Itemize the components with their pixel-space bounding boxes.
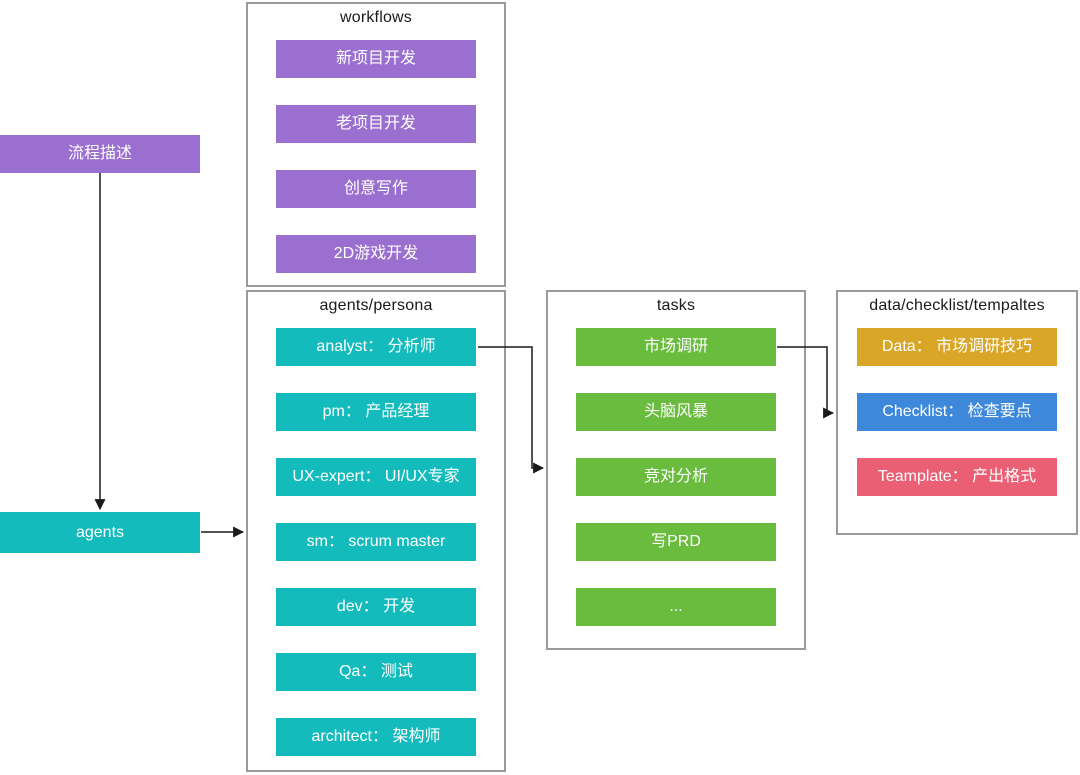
agents-persona-title: agents/persona [319, 297, 433, 314]
persona-item-architect: architect： 架构师 [276, 718, 476, 756]
workflow-item: 老项目开发 [276, 105, 476, 143]
workflow-item: 2D游戏开发 [276, 235, 476, 273]
persona-item-pm: pm： 产品经理 [276, 393, 476, 431]
agents-persona-items: analyst： 分析师 pm： 产品经理 UX-expert： UI/UX专家… [248, 328, 504, 756]
workflows-title: workflows [339, 9, 413, 26]
checklist-item: Checklist： 检查要点 [857, 393, 1057, 431]
data-checklist-container: data/checklist/tempaltes Data： 市场调研技巧 Ch… [836, 290, 1078, 535]
node-agents: agents [0, 512, 200, 553]
task-item-ellipsis: ... [576, 588, 776, 626]
data-checklist-items: Data： 市场调研技巧 Checklist： 检查要点 Teamplate： … [838, 328, 1076, 496]
tasks-title: tasks [656, 297, 696, 314]
workflow-item: 创意写作 [276, 170, 476, 208]
data-item: Data： 市场调研技巧 [857, 328, 1057, 366]
task-item: 市场调研 [576, 328, 776, 366]
template-item: Teamplate： 产出格式 [857, 458, 1057, 496]
task-item: 写PRD [576, 523, 776, 561]
persona-item-dev: dev： 开发 [276, 588, 476, 626]
task-item: 竞对分析 [576, 458, 776, 496]
persona-item-analyst: analyst： 分析师 [276, 328, 476, 366]
tasks-items: 市场调研 头脑风暴 竞对分析 写PRD ... [548, 328, 804, 626]
workflows-container: workflows 新项目开发 老项目开发 创意写作 2D游戏开发 [246, 2, 506, 287]
persona-item-sm: sm： scrum master [276, 523, 476, 561]
task-item: 头脑风暴 [576, 393, 776, 431]
tasks-container: tasks 市场调研 头脑风暴 竞对分析 写PRD ... [546, 290, 806, 650]
data-checklist-title: data/checklist/tempaltes [869, 297, 1045, 314]
persona-item-ux-expert: UX-expert： UI/UX专家 [276, 458, 476, 496]
workflows-items: 新项目开发 老项目开发 创意写作 2D游戏开发 [248, 40, 504, 273]
node-process-description: 流程描述 [0, 135, 200, 173]
agents-persona-container: agents/persona analyst： 分析师 pm： 产品经理 UX-… [246, 290, 506, 772]
workflow-item: 新项目开发 [276, 40, 476, 78]
persona-item-qa: Qa： 测试 [276, 653, 476, 691]
